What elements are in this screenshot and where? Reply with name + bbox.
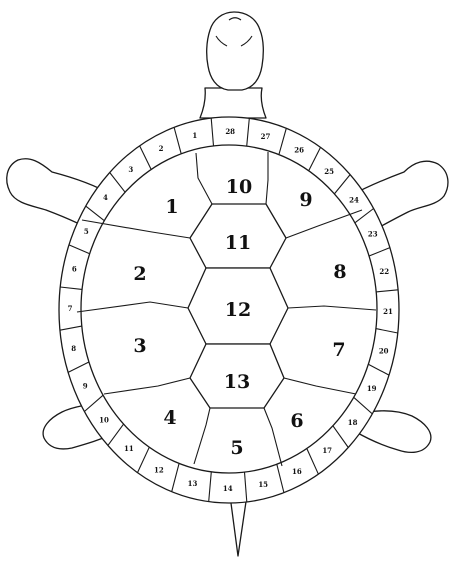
marginal-label-27: 27 [261,132,271,141]
marginal-label-28: 28 [225,127,235,136]
scute-label-4: 4 [163,407,176,429]
marginal-label-22: 22 [379,267,389,276]
marginal-label-11: 11 [124,444,134,453]
scute-label-1: 1 [165,196,178,218]
marginal-label-25: 25 [324,167,334,176]
scute-label-6: 6 [290,410,303,432]
marginal-label-12: 12 [154,466,164,475]
marginal-label-19: 19 [367,384,377,393]
scute-label-7: 7 [332,339,345,361]
marginal-label-20: 20 [379,347,389,356]
marginal-label-26: 26 [294,145,304,154]
marginal-label-16: 16 [292,467,302,476]
marginal-label-2: 2 [159,144,164,153]
scute-label-5: 5 [230,437,243,459]
head [207,12,264,90]
marginal-label-18: 18 [348,418,358,427]
scute-label-12: 12 [225,299,251,321]
marginal-label-8: 8 [71,344,76,353]
marginal-label-6: 6 [72,265,77,274]
scute-label-8: 8 [333,261,346,283]
marginal-label-21: 21 [383,307,393,316]
marginal-label-13: 13 [188,479,198,488]
marginal-label-24: 24 [349,195,359,204]
marginal-label-23: 23 [368,229,378,238]
neck [200,88,266,118]
marginal-label-17: 17 [322,446,332,455]
scute-label-2: 2 [133,263,146,285]
marginal-label-14: 14 [223,484,233,493]
marginal-label-10: 10 [99,416,109,425]
scute-label-3: 3 [133,335,146,357]
scute-label-9: 9 [299,189,312,211]
marginal-label-3: 3 [128,165,133,174]
scute-label-13: 13 [224,371,250,393]
marginal-label-9: 9 [83,382,88,391]
marginal-label-4: 4 [103,193,108,202]
scute-label-11: 11 [225,232,251,254]
marginal-label-1: 1 [192,131,197,140]
marginal-label-7: 7 [68,304,73,313]
marginal-label-15: 15 [258,480,268,489]
marginal-label-5: 5 [84,227,89,236]
scute-label-10: 10 [226,176,252,198]
